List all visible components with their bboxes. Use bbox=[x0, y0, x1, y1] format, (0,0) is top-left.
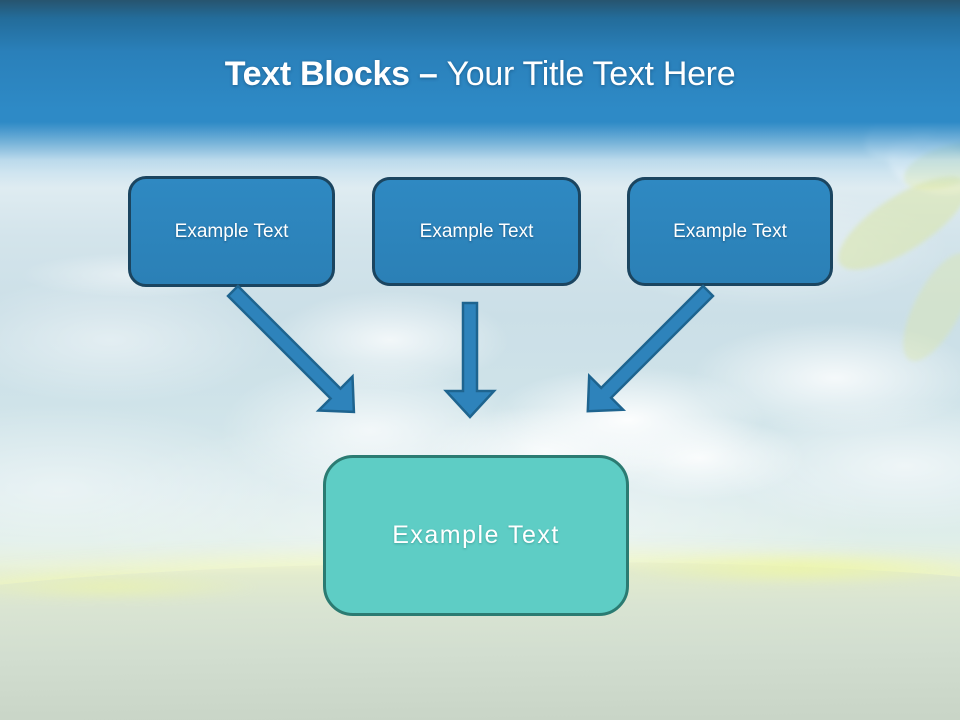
leaf-watermark bbox=[889, 243, 960, 371]
slide-title: Text Blocks –Your Title Text Here bbox=[0, 52, 960, 96]
arrow-down-icon bbox=[443, 301, 497, 419]
text-block-1-label: Example Text bbox=[174, 220, 289, 242]
flower-petal-watermark bbox=[908, 88, 960, 150]
result-block: Example Text bbox=[323, 455, 629, 616]
text-block-3: Example Text bbox=[627, 177, 833, 286]
arrow-down-left-icon bbox=[586, 284, 715, 413]
title-banner bbox=[0, 0, 960, 200]
text-block-2: Example Text bbox=[372, 177, 581, 286]
text-block-2-label: Example Text bbox=[419, 220, 534, 242]
leaf-watermark bbox=[898, 132, 960, 200]
text-block-1: Example Text bbox=[128, 176, 335, 287]
text-block-3-label: Example Text bbox=[673, 220, 787, 242]
slide-title-regular: Your Title Text Here bbox=[446, 55, 736, 93]
flower-petal-watermark bbox=[880, 127, 960, 205]
flower-petal-watermark bbox=[855, 92, 947, 170]
result-block-label: Example Text bbox=[392, 521, 560, 549]
leaf-watermark bbox=[825, 159, 960, 287]
arrow-down-right-icon bbox=[226, 284, 356, 414]
slide-title-bold: Text Blocks – bbox=[224, 55, 438, 93]
